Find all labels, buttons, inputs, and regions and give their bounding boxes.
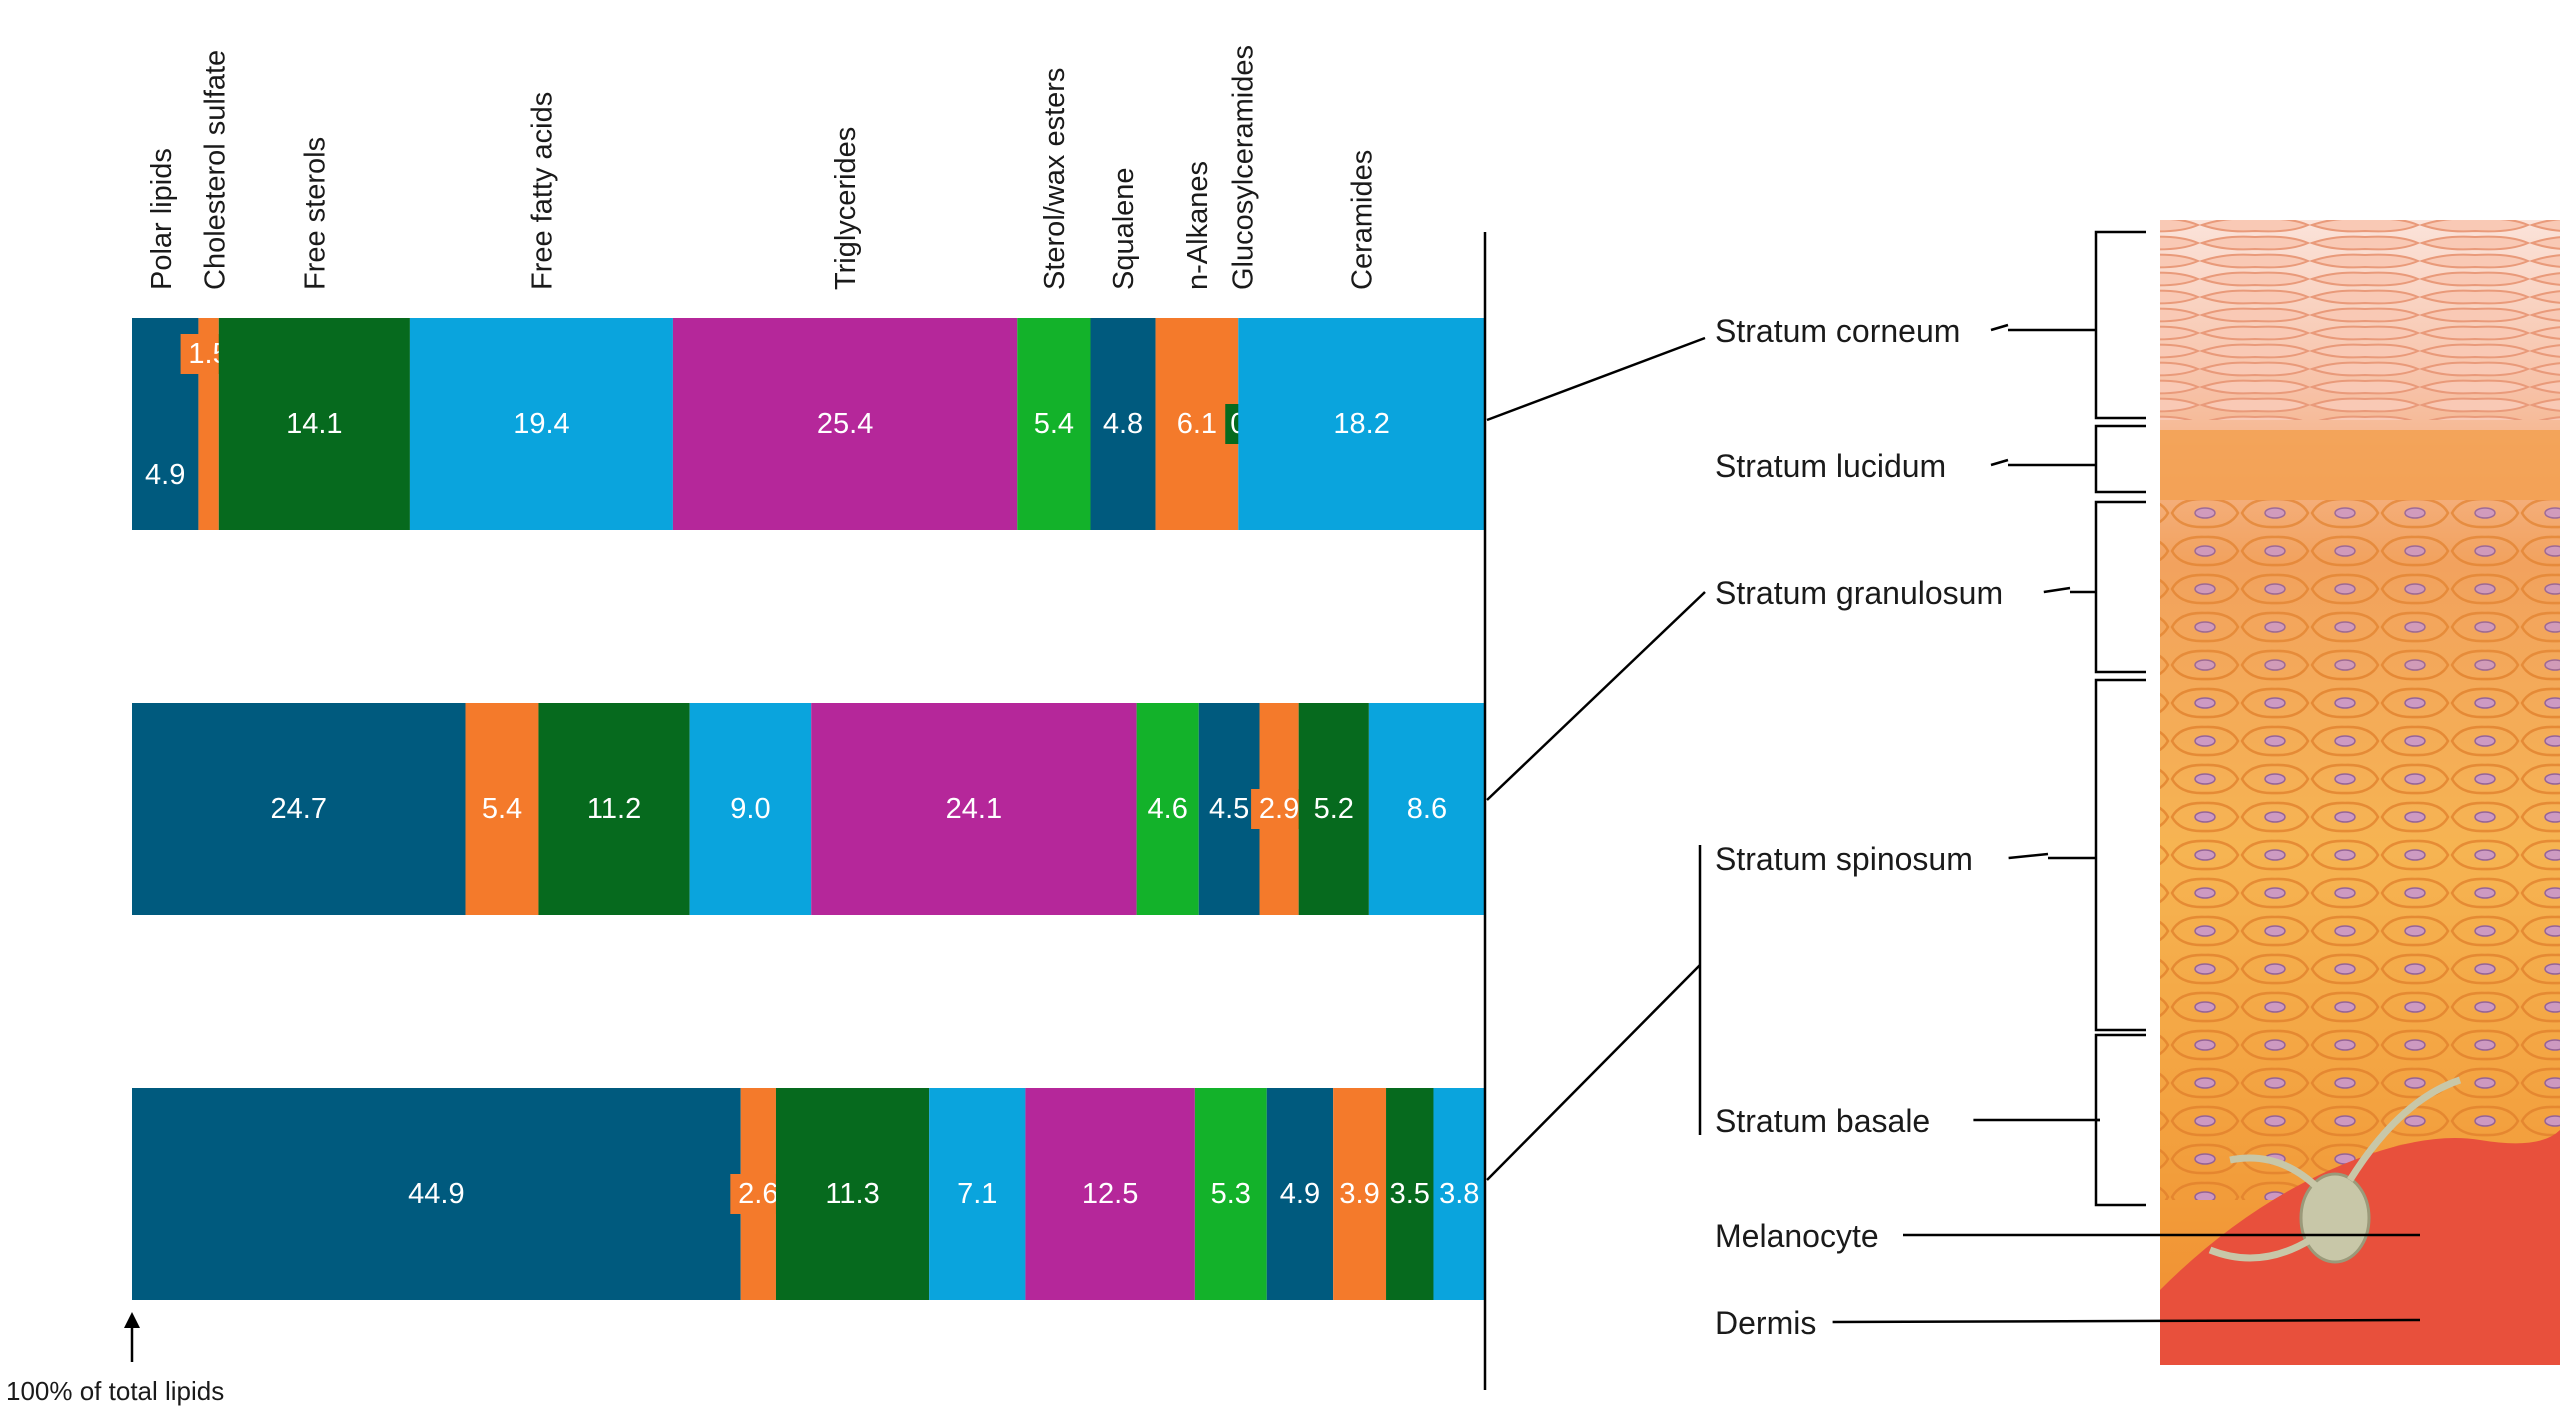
bar-1-value-label-4: 19.4 <box>513 408 569 440</box>
category-label-6: Sterol/wax esters <box>1039 68 1071 290</box>
bar-1-segment-10 <box>1238 318 1485 530</box>
bracket-5 <box>2094 1033 2146 1207</box>
bar-2-value-label-6: 4.6 <box>1148 793 1188 825</box>
bar-3-segment-5 <box>1025 1088 1195 1300</box>
bracket-3 <box>2094 500 2146 674</box>
bar-link-line-2 <box>1486 591 1706 801</box>
category-label-2: Cholesterol sulfate <box>200 50 232 290</box>
bar-2-segment-5 <box>811 703 1137 915</box>
category-label-1: Polar lipids <box>146 148 178 290</box>
bar-2-segment-9 <box>1298 703 1369 915</box>
bar-3-value-label-7: 4.9 <box>1280 1178 1320 1210</box>
stacked-bars: 4.91.514.119.425.45.44.86.1018.224.75.41… <box>132 318 1485 1300</box>
bracket-2 <box>2094 424 2146 494</box>
bar-2-segment-6 <box>1136 703 1199 915</box>
bar-3-segment-10 <box>1433 1088 1485 1300</box>
leader-line-2 <box>1990 458 2009 467</box>
bar-2-value-label-8: 2.9 <box>1259 793 1299 825</box>
bar-3-value-label-3: 11.3 <box>825 1178 879 1210</box>
bar-1-value-label-7: 4.8 <box>1103 408 1143 440</box>
bar-3-value-label-4: 7.1 <box>957 1178 997 1210</box>
bar-1-segment-7 <box>1090 318 1156 530</box>
category-label-10: Ceramides <box>1347 150 1379 290</box>
layer-label-dermis: Dermis <box>1715 1305 1816 1341</box>
bracket-4 <box>2094 678 2146 1032</box>
column-labels: Polar lipids Cholesterol sulfate Free ster… <box>146 45 1378 290</box>
bar-3-value-label-10: 3.8 <box>1439 1178 1479 1210</box>
bar-1-value-label-10: 18.2 <box>1333 408 1389 440</box>
leader-line-3 <box>2043 586 2071 594</box>
bar-3: 44.9 2.6 11.3 7.1 12.5 5.3 4.9 3.9 3.5 3.8 <box>132 1088 1485 1300</box>
bar-3-value-label-5: 12.5 <box>1082 1178 1138 1210</box>
bar-1-segment-3 <box>218 318 410 530</box>
skin-cross-section-illustration <box>2160 220 2560 1365</box>
bar-3-segment-4 <box>929 1088 1026 1300</box>
layer-label-melanocyte: Melanocyte <box>1715 1218 1879 1254</box>
axis-origin-arrow <box>124 1312 140 1362</box>
bar-2-label-bg-8 <box>1251 789 1308 829</box>
bar-1-segment-8 <box>1155 318 1239 530</box>
category-label-5: Triglycerides <box>830 127 862 290</box>
leader-line-7 <box>1832 1318 2421 1324</box>
category-label-3: Free sterols <box>299 137 331 290</box>
bar-3-value-label-6: 5.3 <box>1211 1178 1251 1210</box>
bar-3-value-label-1: 44.9 <box>408 1178 464 1210</box>
bar-2-segment-4 <box>689 703 812 915</box>
category-label-4: Free fatty acids <box>526 92 558 290</box>
bar-2-segment-2 <box>465 703 539 915</box>
bar-2: 24.7 5.4 11.2 9.0 24.1 4.6 4.5 2.9 5.2 8.6 <box>132 703 1485 915</box>
bar-1-segment-4 <box>409 318 673 530</box>
bar-2-value-label-10: 8.6 <box>1407 793 1447 825</box>
leader-line-4 <box>2008 852 2049 860</box>
bar-3-value-label-9: 3.5 <box>1390 1178 1430 1210</box>
bar-2-value-label-2: 5.4 <box>482 793 522 825</box>
bar-3-value-label-8: 3.9 <box>1339 1178 1379 1210</box>
bar-1-value-label-6: 5.4 <box>1034 408 1074 440</box>
bar-1-value-label-5: 25.4 <box>817 408 873 440</box>
bar-2-segment-7 <box>1198 703 1260 915</box>
bar-1: 4.91.514.119.425.45.44.86.1018.2 <box>132 318 1485 530</box>
layer-label-stratum-granulosum: Stratum granulosum <box>1715 575 2003 611</box>
leader-line-1 <box>1990 323 2009 332</box>
layer-label-stratum-corneum: Stratum corneum <box>1715 313 1960 349</box>
bar-1-value-label-1: 4.9 <box>145 459 185 491</box>
bar-2-value-label-9: 5.2 <box>1314 793 1354 825</box>
bar-3-segment-6 <box>1194 1088 1267 1300</box>
category-label-9: Glucosylceramides <box>1227 45 1259 290</box>
bar-2-segment-10 <box>1368 703 1485 915</box>
bar-link-line-1 <box>1486 336 1706 422</box>
bar-2-segment-1 <box>132 703 466 915</box>
bar-3-value-label-2: 2.6 <box>738 1178 778 1210</box>
bar-3-segment-9 <box>1386 1088 1434 1300</box>
bar-3-segment-8 <box>1333 1088 1387 1300</box>
axis-note: 100% of total lipids <box>6 1376 224 1406</box>
category-label-7: Squalene <box>1108 167 1140 290</box>
bar-3-segment-1 <box>132 1088 741 1300</box>
bar-3-segment-7 <box>1266 1088 1334 1300</box>
category-label-8: n-Alkanes <box>1182 161 1214 290</box>
bar-2-value-label-1: 24.7 <box>271 793 327 825</box>
bar-link-line-3 <box>1486 964 1701 1181</box>
bar-1-value-label-8: 6.1 <box>1177 408 1217 440</box>
layer-label-stratum-lucidum: Stratum lucidum <box>1715 448 1946 484</box>
bar-2-value-label-4: 9.0 <box>730 793 770 825</box>
bar-2-value-label-5: 24.1 <box>946 793 1002 825</box>
bracket-1 <box>2094 230 2146 420</box>
bar-2-segment-3 <box>538 703 690 915</box>
bar-2-value-label-3: 11.2 <box>587 793 641 825</box>
layer-label-stratum-basale: Stratum basale <box>1715 1103 1930 1139</box>
bar-1-segment-6 <box>1017 318 1091 530</box>
layer-label-stratum-spinosum: Stratum spinosum <box>1715 841 1973 877</box>
bar-1-value-label-3: 14.1 <box>286 408 342 440</box>
melanocyte-cell <box>2299 1172 2371 1264</box>
bar-3-segment-3 <box>775 1088 930 1300</box>
bar-1-segment-5 <box>672 318 1018 530</box>
bar-2-value-label-7: 4.5 <box>1209 793 1249 825</box>
